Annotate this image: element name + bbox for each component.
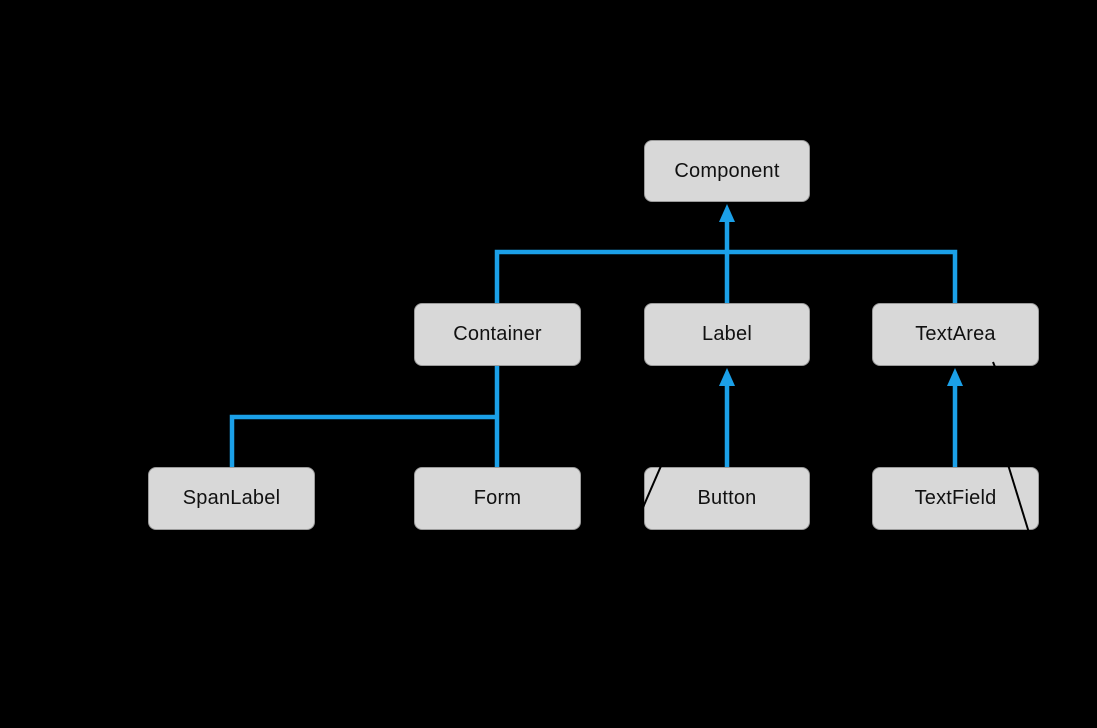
node-textarea: TextArea [872,303,1039,366]
node-spanlabel: SpanLabel [148,467,315,530]
arrowhead-into-textarea [947,368,963,386]
node-label: Label [644,303,810,366]
node-spanlabel-label: SpanLabel [182,487,281,509]
arrowhead-into-label [719,368,735,386]
edge-container-to-spanlabel [229,414,497,467]
node-textfield: TextField [872,467,1039,530]
node-form-label: Form [473,487,522,509]
node-form: Form [414,467,581,530]
node-label-label: Label [702,323,752,345]
node-textarea-label: TextArea [915,323,996,345]
node-button-label: Button [697,487,757,509]
node-button: Button [644,467,810,530]
blue-connectors [229,220,958,467]
edge-bus-horizontal [494,249,958,303]
node-component-label: Component [674,159,780,182]
node-component: Component [644,140,810,202]
arrowhead-into-component [719,204,735,222]
node-textfield-label: TextField [914,487,997,509]
node-container-label: Container [453,323,542,345]
node-container: Container [414,303,581,366]
